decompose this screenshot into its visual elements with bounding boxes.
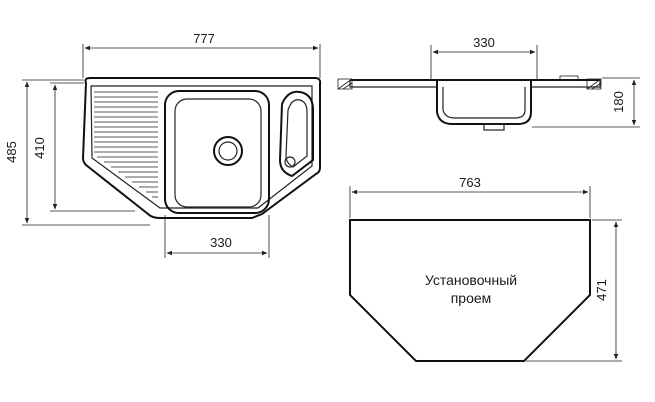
dim-763: 763 <box>349 175 591 218</box>
main-bowl-inner <box>174 98 262 208</box>
cutout-caption-line2: проем <box>451 290 492 306</box>
dim-330-top: 330 <box>430 35 538 80</box>
drainboard-ribs <box>94 91 158 198</box>
dim-180-label: 180 <box>611 91 626 113</box>
cutout-view: Установочный проем 763 471 <box>349 175 622 362</box>
dim-471-label: 471 <box>594 279 609 301</box>
sink-inner-outline <box>90 85 313 209</box>
dim-180: 180 <box>532 77 640 128</box>
side-view: 330 180 <box>337 35 640 131</box>
side-bowl-inner <box>285 99 308 168</box>
dim-485-label: 485 <box>4 141 19 163</box>
overflow-hole <box>284 156 296 168</box>
cutout-caption-line1: Установочный <box>425 272 517 288</box>
dim-410-label: 410 <box>32 137 47 159</box>
dim-763-label: 763 <box>459 175 481 190</box>
dim-471: 471 <box>526 219 622 362</box>
dim-777: 777 <box>82 31 321 78</box>
dim-330-bottom-label: 330 <box>210 235 232 250</box>
cutout-outline <box>349 219 591 362</box>
side-bowl-outer <box>278 90 314 178</box>
dim-777-label: 777 <box>193 31 215 46</box>
top-view: 777 485 410 330 <box>4 31 322 258</box>
main-bowl-outer <box>164 90 270 214</box>
drain-outer <box>213 136 243 166</box>
dim-410: 410 <box>32 82 135 212</box>
drain-inner <box>218 141 238 161</box>
sink-outline <box>81 77 322 219</box>
dim-330-bottom: 330 <box>164 215 270 258</box>
dim-485: 485 <box>4 79 150 226</box>
dim-330-top-label: 330 <box>473 35 495 50</box>
